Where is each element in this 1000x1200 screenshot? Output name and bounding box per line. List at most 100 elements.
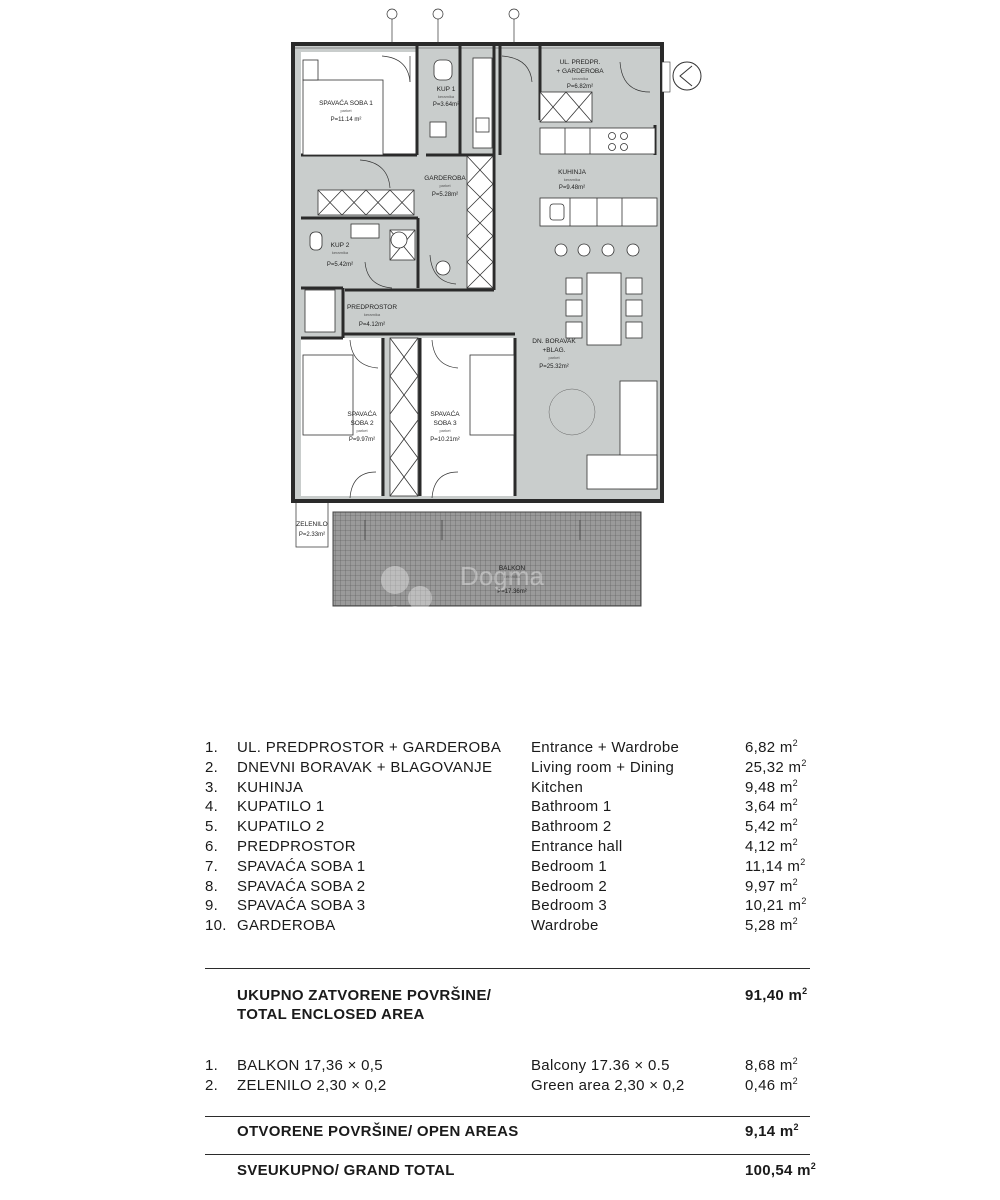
grand-total: SVEUKUPNO/ GRAND TOTAL 100,54 m2 [205, 1161, 816, 1183]
bathroom-fixtures [304, 57, 493, 333]
floor-bedroom-2: parket [356, 428, 368, 433]
row-area: 0,46 m2 [745, 1075, 798, 1094]
row-number: 3. [205, 778, 219, 796]
divider-2 [205, 1116, 810, 1117]
floor-bath-1: keramika [438, 94, 455, 99]
divider-3 [205, 1154, 810, 1155]
row-name-hr: SPAVAĆA SOBA 1 [237, 857, 366, 875]
beds [302, 59, 515, 436]
row-name-hr: GARDEROBA [237, 917, 336, 935]
label-bath-2: KUP 2 [331, 242, 350, 249]
area-wardrobe: P=5.28m² [432, 192, 458, 198]
row-name-en: Wardrobe [531, 917, 599, 935]
schedule-row: 2. ZELENILO 2,30 × 0,2 Green area 2,30 × 0… [205, 1076, 810, 1096]
row-name-en: Bedroom 3 [531, 897, 608, 915]
floor-bedroom-1: parket [340, 108, 352, 113]
area-bedroom-1: P=11.14 m² [331, 117, 362, 123]
sofa [548, 380, 658, 490]
divider-1 [205, 968, 810, 969]
row-area: 4,12 m2 [745, 836, 798, 855]
watermark-text: Dogma [460, 561, 544, 591]
floor-bedroom-3: parket [439, 428, 451, 433]
row-area: 9,48 m2 [745, 777, 798, 796]
label-bedroom-1: SPAVAĆA SOBA 1 [319, 98, 373, 107]
row-name-en: Entrance hall [531, 837, 623, 855]
row-number: 2. [205, 1076, 219, 1094]
row-area: 11,14 m2 [745, 856, 806, 875]
row-area: 6,82 m2 [745, 738, 798, 757]
schedule-row: 9. SPAVAĆA SOBA 3 Bedroom 3 10,21 m2 [205, 896, 815, 916]
row-area: 10,21 m2 [745, 896, 807, 915]
floor-balcony: keramika [504, 574, 521, 579]
label-bedroom-3b: SOBA 3 [433, 420, 457, 427]
area-bedroom-2: P=9.97m² [349, 437, 375, 443]
row-name-hr: PREDPROSTOR [237, 837, 356, 855]
row-number: 8. [205, 877, 219, 895]
row-area: 5,28 m2 [745, 916, 798, 935]
schedule-row: 10. GARDEROBA Wardrobe 5,28 m2 [205, 916, 815, 936]
row-name-hr: SPAVAĆA SOBA 3 [237, 897, 366, 915]
grand-total-label: SVEUKUPNO/ GRAND TOTAL [237, 1162, 455, 1179]
row-number: 2. [205, 758, 219, 776]
label-living-2: +BLAG. [543, 347, 566, 354]
open-total: OTVORENE POVRŠINE/ OPEN AREAS 9,14 m2 [205, 1122, 810, 1144]
area-bath-2: P=5.42m² [327, 262, 353, 268]
row-area: 25,32 m2 [745, 757, 807, 776]
row-number: 10. [205, 917, 227, 935]
balcony [332, 511, 642, 607]
label-wardrobe: GARDEROBA [424, 175, 466, 182]
row-name-en: Bedroom 2 [531, 877, 608, 895]
row-name-hr: ZELENILO 2,30 × 0,2 [237, 1076, 387, 1094]
row-number: 9. [205, 897, 219, 915]
area-entrance: P=6.82m² [567, 84, 593, 90]
area-green: P=2.33m² [299, 532, 325, 538]
row-name-en: Bedroom 1 [531, 857, 608, 875]
label-kitchen: KUHINJA [558, 169, 586, 176]
dining-table [565, 272, 643, 346]
row-name-en: Bathroom 2 [531, 818, 612, 836]
row-name-hr: KUHINJA [237, 778, 304, 796]
label-bedroom-2b: SOBA 2 [350, 420, 374, 427]
enclosed-total-label-2: TOTAL ENCLOSED AREA [237, 1006, 425, 1023]
row-name-en: Green area 2,30 × 0,2 [531, 1076, 685, 1094]
open-total-area: 9,14 m2 [745, 1122, 799, 1141]
green-area [295, 499, 329, 548]
area-balcony: P=17.36m² [497, 589, 527, 595]
label-living: DN. BORAVAK [532, 338, 576, 345]
row-name-en: Bathroom 1 [531, 798, 612, 816]
row-name-en: Balcony 17.36 × 0.5 [531, 1057, 670, 1074]
row-area: 5,42 m2 [745, 817, 798, 836]
schedule-row: 2. DNEVNI BORAVAK + BLAGOVANJE Living room… [205, 758, 815, 778]
entrance-door-frame [661, 61, 671, 93]
label-balcony: BALKON [499, 565, 526, 572]
row-name-en: Entrance + Wardrobe [531, 739, 680, 756]
area-kitchen: P=9.48m² [559, 185, 585, 191]
row-name-hr: KUPATILO 1 [237, 798, 325, 816]
area-hall: P=4.12m² [359, 322, 385, 328]
floor-entrance: keramika [572, 76, 589, 81]
row-name-en: Living room + Dining [531, 758, 675, 776]
row-name-hr: KUPATILO 2 [237, 818, 325, 836]
row-area: 3,64 m2 [745, 797, 798, 816]
label-entrance-2: + GARDEROBA [556, 68, 604, 75]
area-living: P=25.32m² [539, 364, 569, 370]
outer-walls [291, 42, 664, 503]
enclosed-total-label-1: UKUPNO ZATVORENE POVRŠINE/ [237, 987, 492, 1004]
area-bath-1: P=3.64m² [433, 102, 459, 108]
grand-total-area: 100,54 m2 [745, 1161, 817, 1180]
row-name-hr: BALKON 17,36 × 0,5 [237, 1057, 383, 1074]
enclosed-total: UKUPNO ZATVORENE POVRŠINE/ TOTAL ENCLOSE… [205, 986, 810, 1026]
row-number: 7. [205, 857, 219, 875]
row-name-hr: DNEVNI BORAVAK + BLAGOVANJE [237, 758, 493, 776]
area-bedroom-3: P=10.21m² [430, 437, 460, 443]
